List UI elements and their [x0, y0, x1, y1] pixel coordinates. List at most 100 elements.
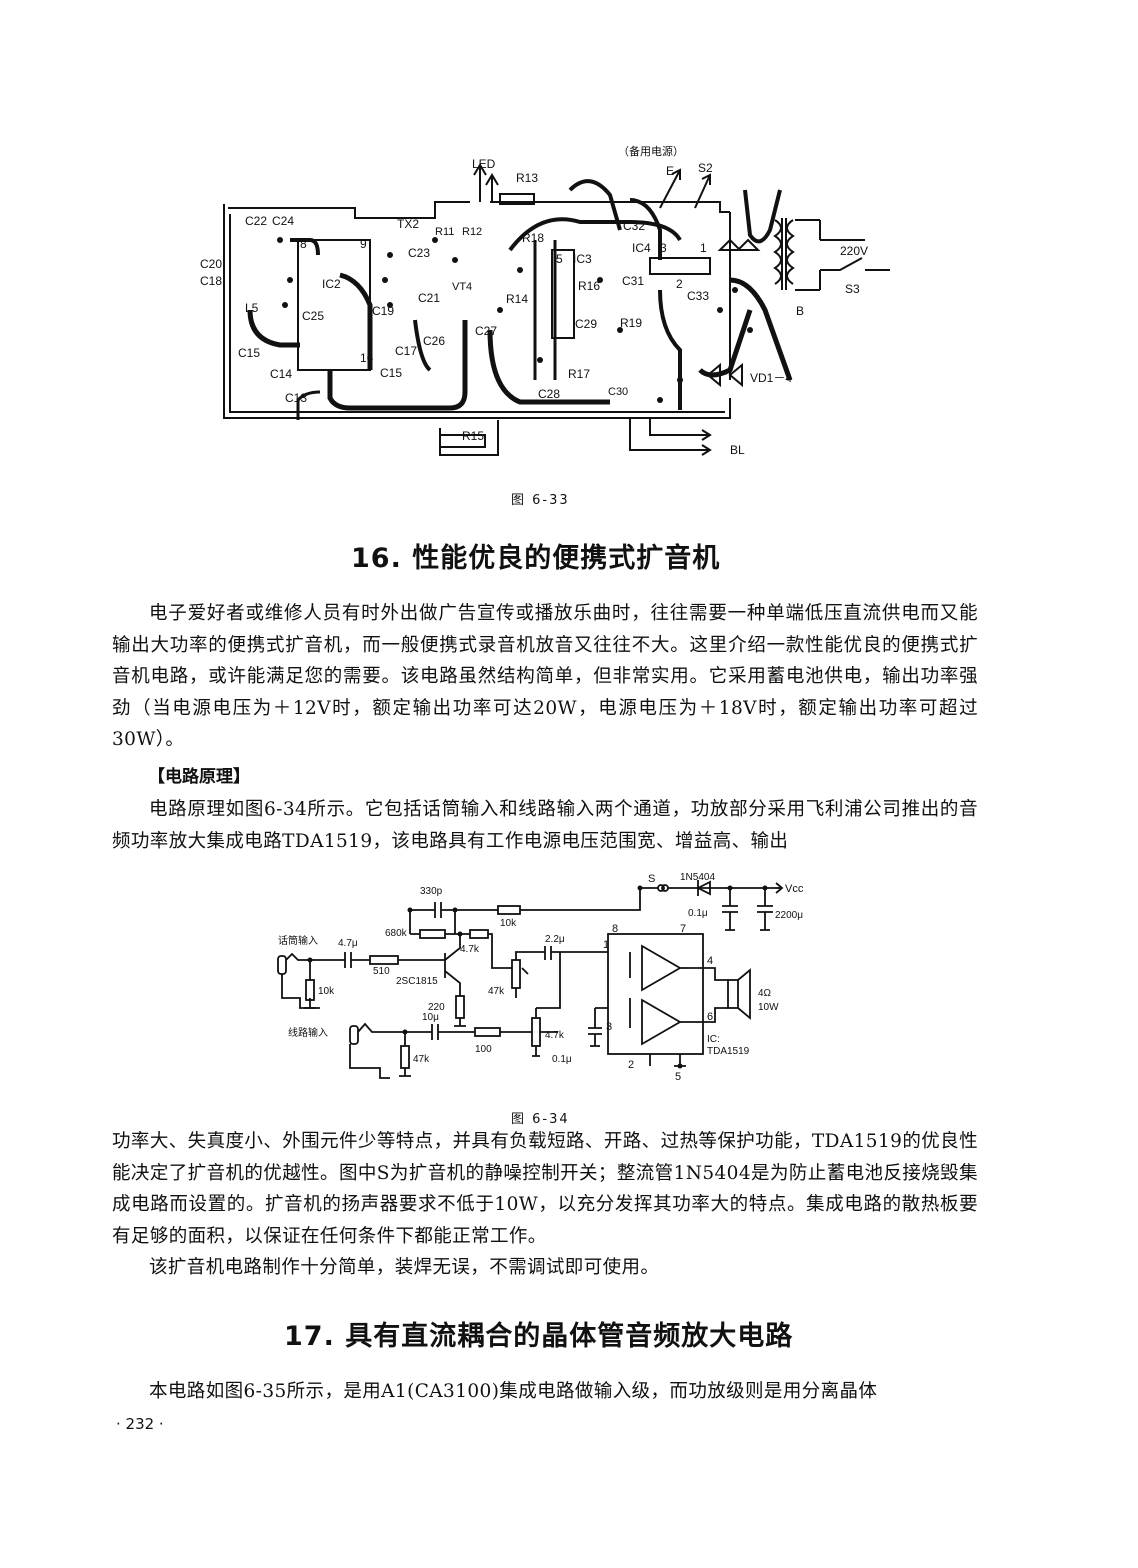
figure-6-33-caption: 图 6-33: [511, 493, 570, 508]
label-ic2: IC2: [322, 277, 341, 291]
intro-paragraph: 电子爱好者或维修人员有时外出做广告宣传或播放乐曲时，往往需要一种单端低压直流供电…: [112, 603, 978, 750]
label-b: B: [796, 304, 804, 318]
closing-paragraph: 该扩音机电路制作十分简单，装焊无误，不需调试即可使用。: [149, 1257, 660, 1278]
label-p3: 3: [606, 1021, 612, 1033]
label-c26: C26: [423, 334, 445, 348]
label-2200u: 2200μ: [775, 910, 803, 921]
label-r16: R16: [578, 279, 600, 293]
label-c17: C17: [395, 344, 417, 358]
label-4-7u: 4.7μ: [338, 938, 358, 949]
label-10k-mic: 10k: [318, 986, 335, 997]
label-2sc1815: 2SC1815: [396, 976, 438, 987]
label-vt4: VT4: [452, 281, 472, 293]
circuit-principle-text: 电路原理如图6-34所示。它包括话筒输入和线路输入两个通道，功放部分采用飞利浦公…: [112, 794, 978, 857]
label-c28: C28: [538, 387, 560, 401]
label-c15b: C15: [380, 366, 402, 380]
label-s: S: [648, 873, 655, 885]
label-0-1u: 0.1μ: [552, 1054, 572, 1065]
label-c20: C20: [200, 257, 222, 271]
label-pin1: 1: [700, 241, 707, 255]
label-p7: 7: [680, 923, 686, 935]
label-mic-input: 话筒输入: [278, 934, 318, 947]
label-c22: C22: [245, 214, 267, 228]
label-0-1u-top: 0.1μ: [688, 908, 708, 919]
label-2-2u: 2.2μ: [545, 934, 565, 945]
label-c14: C14: [270, 367, 292, 381]
principle-paragraph: 电路原理如图6-34所示。它包括话筒输入和线路输入两个通道，功放部分采用飞利浦公…: [112, 799, 978, 852]
label-p4: 4: [707, 955, 713, 967]
label-c18: C18: [200, 274, 222, 288]
label-510: 510: [373, 966, 390, 977]
label-c19: C19: [372, 304, 394, 318]
label-r15: R15: [462, 429, 484, 443]
label-tx2: TX2: [397, 217, 419, 231]
label-p9: 9: [360, 237, 367, 251]
label-vcc: Vcc: [785, 883, 804, 895]
label-p8: 8: [612, 923, 618, 935]
label-10u: 10μ: [422, 1012, 439, 1023]
label-r13: R13: [516, 171, 538, 185]
label-220v: 220V: [840, 244, 868, 258]
label-p8: 8: [300, 237, 307, 251]
label-4-7k-c: 4.7k: [460, 944, 480, 955]
label-c29: C29: [575, 317, 597, 331]
label-4-7k-pot: 4.7k: [545, 1030, 565, 1041]
label-c15a: C15: [238, 346, 260, 360]
section-16-title: 16. 性能优良的便携式扩音机: [351, 543, 721, 574]
label-s3: S3: [845, 282, 860, 296]
label-vd: VD1－4: [750, 371, 792, 385]
label-c24: C24: [272, 214, 294, 228]
label-c32: C32: [623, 219, 645, 233]
label-bl: BL: [730, 443, 745, 457]
label-e: E: [666, 164, 674, 178]
label-s2: S2: [698, 161, 713, 175]
label-r17: R17: [568, 367, 590, 381]
label-c30: C30: [608, 386, 628, 398]
label-c31: C31: [622, 274, 644, 288]
pcb-layout-diagram: （备用电源） E S2 LED R13 TX2 R11 R12 R18 C32 …: [200, 144, 890, 457]
label-backup-power: （备用电源）: [618, 144, 684, 158]
label-47k-line: 47k: [413, 1054, 430, 1065]
label-pin2: 2: [676, 277, 683, 291]
label-p5: 5: [556, 252, 563, 266]
section-17-intro: 本电路如图6-35所示，是用A1(CA3100)集成电路做输入级，而功放级则是用…: [112, 1376, 978, 1408]
page-number: · 232 ·: [116, 1415, 164, 1433]
section-17-title: 17. 具有直流耦合的晶体管音频放大电路: [284, 1321, 794, 1352]
label-ic: IC:: [707, 1034, 720, 1045]
label-led: LED: [472, 157, 496, 171]
label-tda1519: TDA1519: [707, 1046, 750, 1057]
section-16-continued: 功率大、失真度小、外围元件少等特点，并具有负载短路、开路、过热等保护功能，TDA…: [112, 1126, 978, 1284]
label-1n5404: 1N5404: [680, 872, 715, 883]
label-p2: 2: [628, 1059, 634, 1071]
label-r18: R18: [522, 231, 544, 245]
label-100: 100: [475, 1044, 492, 1055]
circuit-principle-subheading: 【电路原理】: [148, 767, 250, 787]
label-47k-vol: 47k: [488, 986, 505, 997]
label-line-input: 线路输入: [288, 1026, 328, 1039]
label-c21: C21: [418, 291, 440, 305]
label-c27: C27: [475, 324, 497, 338]
label-c23: C23: [408, 246, 430, 260]
label-680k: 680k: [385, 928, 408, 939]
label-l5: L5: [245, 301, 259, 315]
label-p1: 1: [603, 939, 609, 951]
label-10w: 10W: [758, 1002, 779, 1013]
label-r14: R14: [506, 292, 528, 306]
label-r12: R12: [462, 226, 482, 238]
label-220: 220: [428, 1002, 445, 1013]
label-4ohm: 4Ω: [758, 988, 772, 999]
label-p5: 5: [675, 1071, 681, 1083]
label-ic3: IC3: [573, 252, 592, 266]
label-pin3: 3: [660, 241, 667, 255]
label-p16: 16: [360, 351, 374, 365]
label-c25: C25: [302, 309, 324, 323]
label-c33: C33: [687, 289, 709, 303]
section-16-intro: 电子爱好者或维修人员有时外出做广告宣传或播放乐曲时，往往需要一种单端低压直流供电…: [112, 598, 978, 756]
amplifier-schematic: S 1N5404 Vcc 330p 10k 680k 0.1μ 2200μ 话筒…: [277, 872, 804, 1083]
label-r19: R19: [620, 316, 642, 330]
label-r11: R11: [435, 226, 454, 238]
continued-paragraph: 功率大、失真度小、外围元件少等特点，并具有负载短路、开路、过热等保护功能，TDA…: [112, 1131, 978, 1247]
label-p6: 6: [707, 1011, 713, 1023]
label-330p: 330p: [420, 886, 443, 897]
section-17-paragraph: 本电路如图6-35所示，是用A1(CA3100)集成电路做输入级，而功放级则是用…: [149, 1381, 878, 1402]
